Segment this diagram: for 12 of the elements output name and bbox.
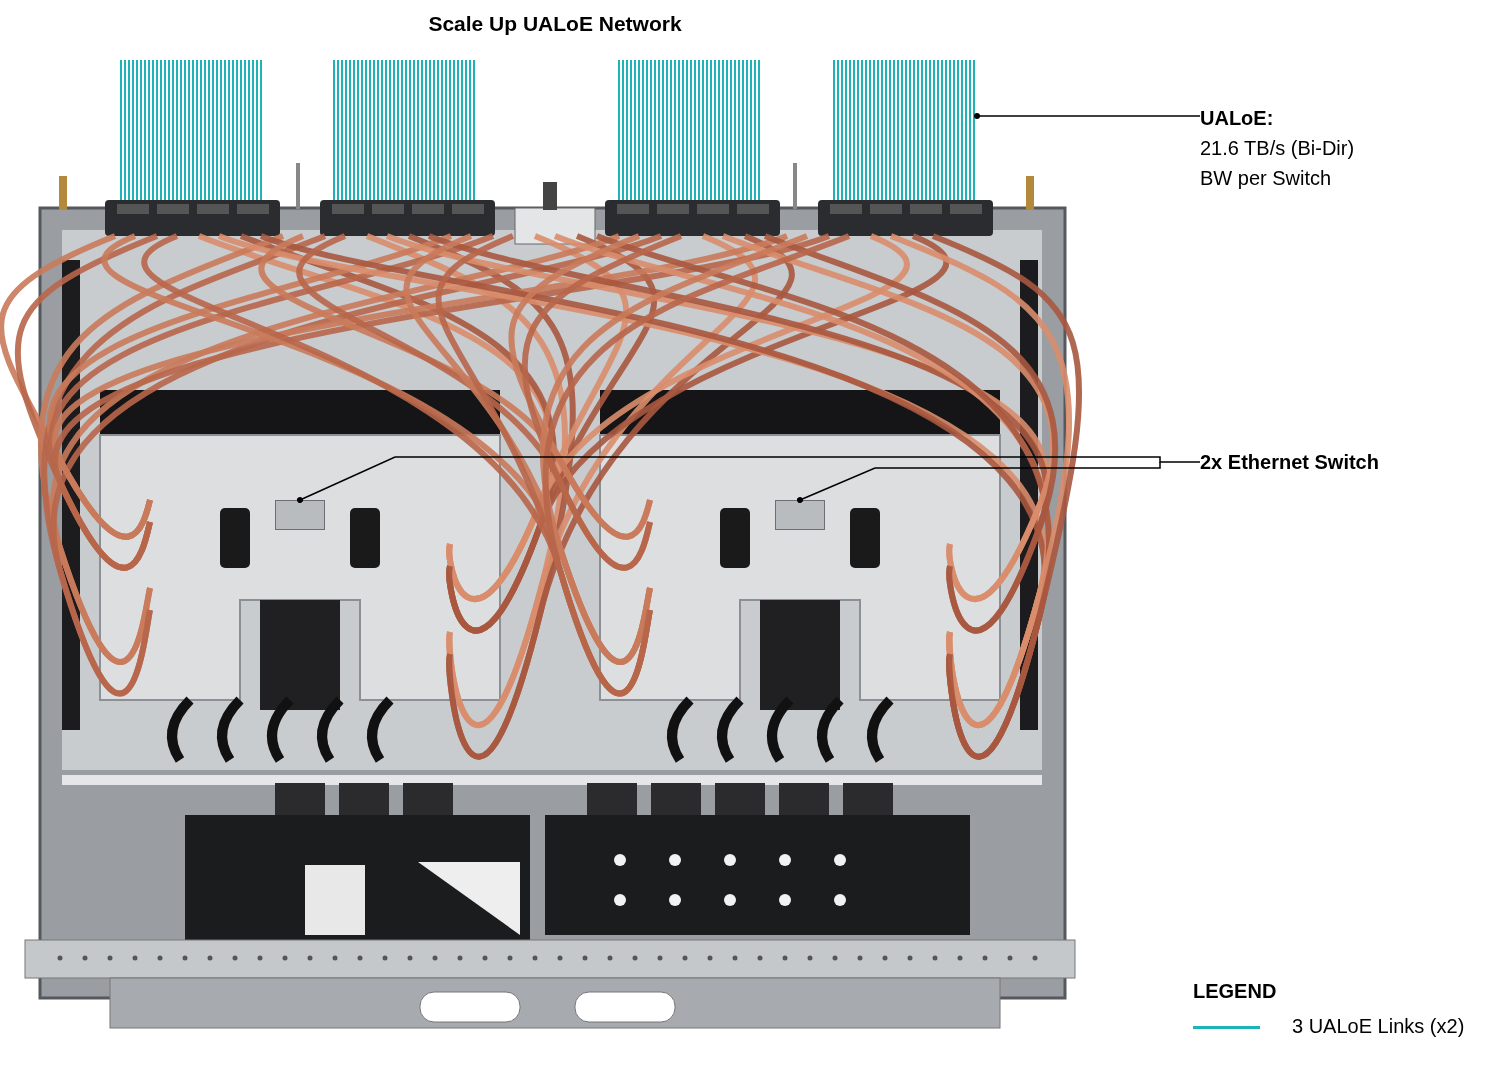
leader-line xyxy=(974,113,1201,119)
legend-heading: LEGEND xyxy=(1193,980,1277,1003)
callout-heading: UALoE: xyxy=(1200,106,1275,131)
diagram-title: Scale Up UALoE Network xyxy=(427,12,683,36)
leader-line xyxy=(797,461,1161,503)
leader-line xyxy=(297,456,1201,503)
callout-label: 2x Ethernet Switch xyxy=(1200,449,1460,475)
legend-text: 3 UALoE Links (x2) xyxy=(1292,1015,1465,1038)
cable-bundle-picture xyxy=(833,60,977,200)
callout-text: 21.6 TB/s (Bi-Dir) BW per Switch xyxy=(1200,136,1356,191)
switch-chip xyxy=(275,500,325,530)
switch-chip xyxy=(775,500,825,530)
